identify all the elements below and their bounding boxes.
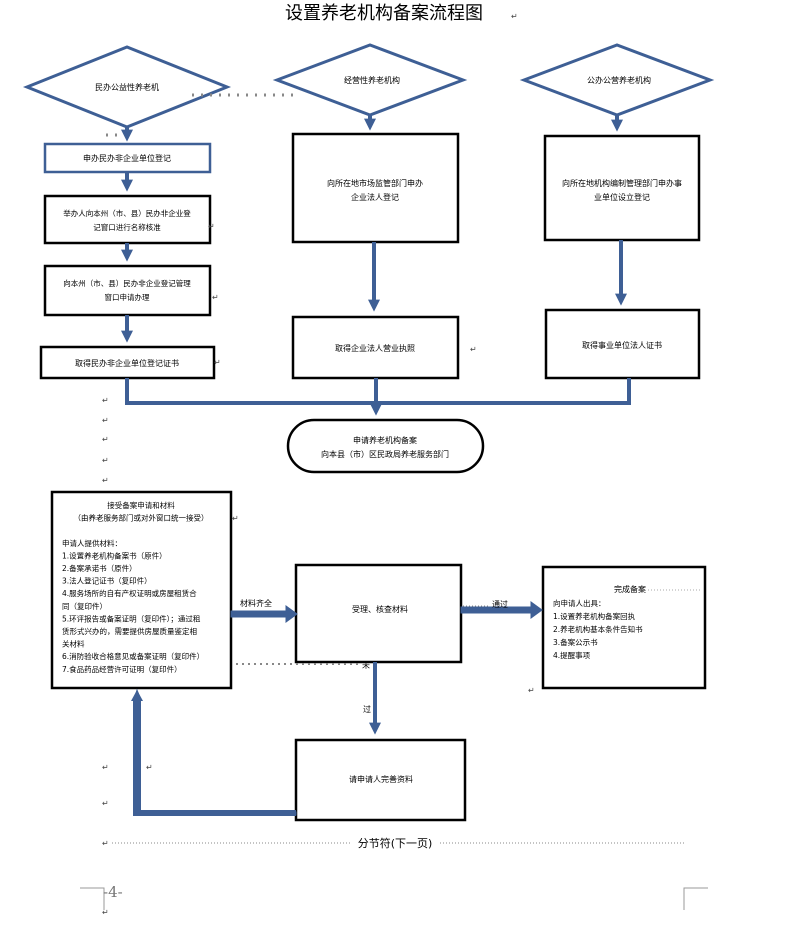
arrow-review-to-complete	[460, 601, 543, 619]
review-box: 受理、核查材料	[294, 563, 463, 664]
arrow-accept-to-review	[230, 605, 298, 623]
paragraph-mark: ↵	[528, 686, 535, 695]
accept-box-line: 接受备案申请和材料	[107, 500, 175, 510]
paragraph-marks: ↵ ↵ ↵ ↵ ↵ ↵ ↵ ↵ ↵ ↵ ↵ ↵ ↵ ↵ ↵ ↵	[102, 222, 535, 917]
paragraph-mark: ↵	[102, 763, 109, 772]
minban-step2-line2: 记窗口进行名称核准	[93, 222, 161, 232]
minban-step3-line2: 窗口申请办理	[105, 292, 150, 302]
jingying-step1-box: 向所在地市场监管部门申办 企业法人登记	[291, 132, 460, 244]
minban-step1-label: 申办民办非企业单位登记	[83, 153, 171, 163]
accept-box-line: 申请人提供材料：	[62, 538, 122, 548]
complete-box-line: 完成备案	[614, 584, 646, 594]
paragraph-mark: ↵	[102, 456, 109, 465]
supplement-box: 请申请人完善资料	[294, 738, 467, 822]
corner-mark	[683, 887, 708, 910]
paragraph-mark: ↵	[102, 396, 109, 405]
accept-box-line: 4.服务场所的自有产权证明或房屋租赁合	[62, 588, 197, 598]
paragraph-mark: ↵	[214, 358, 221, 367]
complete-box-line: 2.养老机构基本条件告知书	[553, 624, 643, 634]
apply-box-line1: 申请养老机构备案	[353, 435, 417, 445]
decision-minban: 民办公益性养老机	[22, 45, 232, 129]
paragraph-mark: ↵	[212, 293, 219, 302]
paragraph-mark: ↵	[232, 514, 239, 523]
decision-jingying: 经营性养老机构	[272, 43, 468, 117]
accept-box-line: 6.消防验收合格意见或备案证明（复印件）	[62, 651, 204, 661]
complete-box-line: 3.备案公示书	[553, 637, 598, 647]
paragraph-mark: ↵	[511, 12, 518, 21]
minban-step4-label: 取得民办非企业单位登记证书	[75, 358, 179, 368]
minban-step2-box: 举办人向本州（市、县）民办非企业登 记窗口进行名称核准	[43, 194, 212, 245]
minban-step3-box: 向本州（市、县）民办非企业登记管理 窗口申请办理	[43, 264, 212, 317]
decision-gongban: 公办公营养老机构	[519, 43, 715, 117]
paragraph-mark: ↵	[102, 476, 109, 485]
decision-gongban-label: 公办公营养老机构	[587, 75, 651, 85]
page-number: -4-	[103, 883, 123, 901]
gongban-step1-box: 向所在地机构编制管理部门申办事 业单位设立登记	[543, 134, 701, 242]
accept-box-line: 同（复印件）	[62, 601, 107, 611]
supplement-box-label: 请申请人完善资料	[349, 774, 413, 784]
accept-box-line: 3.法人登记证书（复印件）	[62, 576, 152, 586]
gongban-step1-line1: 向所在地机构编制管理部门申办事	[562, 178, 682, 188]
accept-box-line: 7.食品药品经营许可证明（复印件）	[62, 664, 182, 674]
review-box-label: 受理、核查材料	[352, 604, 408, 614]
page-title: 设置养老机构备案流程图	[285, 3, 483, 24]
complete-box-line: 向申请人出具：	[553, 598, 606, 608]
paragraph-mark: ↵	[146, 763, 153, 772]
gongban-step2-label: 取得事业单位法人证书	[582, 340, 662, 350]
paragraph-mark: ↵	[102, 908, 109, 917]
paragraph-mark: ↵	[208, 222, 215, 231]
accept-box: 接受备案申请和材料 （由养老服务部门或对外窗口统一接受） 申请人提供材料： 1.设置养…	[50, 490, 233, 690]
decision-jingying-label: 经营性养老机构	[344, 75, 400, 85]
label-complete-materials: 材料齐全	[240, 598, 272, 608]
complete-box-line: 1.设置养老机构备案回执	[553, 611, 636, 621]
minban-step2-line1: 举办人向本州（市、县）民办非企业登	[63, 208, 191, 218]
accept-box-line: 2.备案承诺书（原件）	[62, 563, 137, 573]
jingying-step1-line1: 向所在地市场监管部门申办	[327, 178, 423, 188]
label-passed: 通过	[492, 599, 508, 609]
decision-minban-label: 民办公益性养老机	[95, 82, 159, 92]
accept-box-line: （由养老服务部门或对外窗口统一接受）	[74, 513, 209, 523]
apply-box: 申请养老机构备案 向本县（市）区民政局养老服务部门	[286, 418, 485, 474]
gongban-step1-line2: 业单位设立登记	[594, 192, 650, 202]
section-break: 分节符(下一页)	[358, 837, 433, 850]
jingying-step1-line2: 企业法人登记	[351, 192, 399, 202]
label-pass: 过	[363, 704, 371, 714]
accept-box-line: 关材料	[62, 639, 85, 649]
apply-box-line2: 向本县（市）区民政局养老服务部门	[321, 449, 449, 459]
paragraph-mark: ↵	[102, 435, 109, 444]
paragraph-mark: ↵	[102, 839, 109, 848]
minban-step4-box: 取得民办非企业单位登记证书	[39, 345, 216, 380]
arrow-supplement-to-accept	[131, 688, 297, 816]
label-not: 未	[362, 660, 370, 670]
jingying-step2-box: 取得企业法人营业执照	[291, 315, 460, 380]
complete-box-line: 4.提醒事项	[553, 650, 591, 660]
corner-mark	[80, 887, 105, 910]
minban-step1-box: 申办民办非企业单位登记	[43, 142, 212, 174]
gongban-step2-box: 取得事业单位法人证书	[544, 308, 701, 380]
accept-box-line: 5.环评报告或备案证明（复印件）；通过租	[62, 613, 201, 623]
accept-box-line: 赁形式兴办的，需要提供房屋质量鉴定相	[62, 626, 197, 636]
paragraph-mark: ↵	[470, 345, 477, 354]
accept-box-line: 1.设置养老机构备案书（原件）	[62, 550, 167, 560]
minban-step3-line1: 向本州（市、县）民办非企业登记管理	[63, 278, 191, 288]
jingying-step2-label: 取得企业法人营业执照	[335, 343, 415, 353]
paragraph-mark: ↵	[102, 799, 109, 808]
paragraph-mark: ↵	[102, 416, 109, 425]
